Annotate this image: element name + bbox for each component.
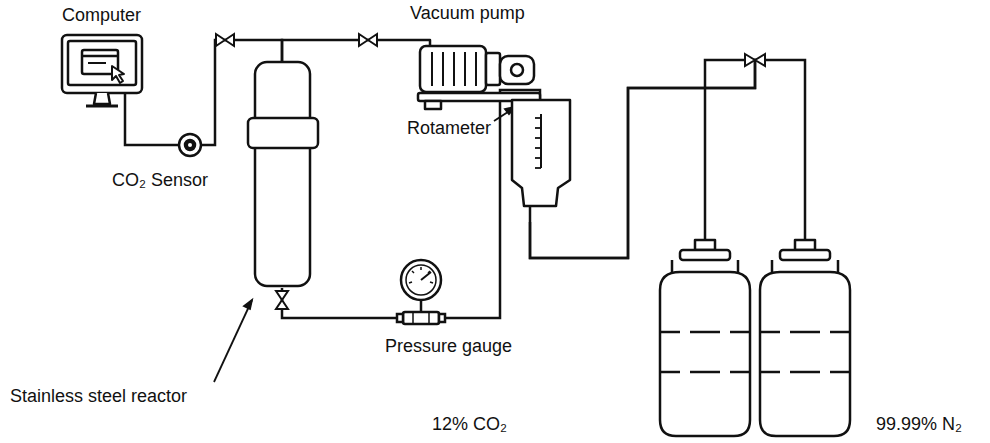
device-label: CO₂ Sensor <box>112 170 208 192</box>
pressure-gauge-icon-part <box>412 271 414 273</box>
device-label: Pressure gauge <box>385 336 512 358</box>
gas-cylinder-part <box>695 240 715 250</box>
rotameter-icon-part <box>535 157 541 159</box>
gas-cylinder-part <box>730 331 750 334</box>
rotameter-icon-part <box>529 206 532 222</box>
co2-gas-cylinder: 12% CO₂ <box>660 240 750 438</box>
rotameter: Rotameter <box>512 100 570 222</box>
device-label: 12% CO₂ <box>432 414 507 436</box>
leader-line-part <box>244 300 252 309</box>
gas-cylinder-part <box>760 331 780 334</box>
co2-sensor-icon-part <box>185 140 195 150</box>
pressure-gauge: Pressure gauge <box>397 258 445 326</box>
pressure-gauge-icon-part <box>397 314 403 322</box>
pressure-gauge-icon-part <box>421 272 431 280</box>
rotameter-icon-part <box>535 167 541 169</box>
vacuum-pump-icon-part <box>475 52 477 86</box>
rotameter-icon-part <box>540 114 542 168</box>
pressure-gauge-icon-part <box>412 312 414 324</box>
co2-sensor-icon-part <box>179 134 201 156</box>
device-label: Vacuum pump <box>410 3 525 25</box>
co2-sensor-icon-part <box>188 143 192 147</box>
computer-icon <box>62 35 142 106</box>
gas-cylinder-part <box>760 272 850 436</box>
pressure-gauge-icon-part <box>420 267 422 270</box>
gas-cylinder <box>660 240 850 436</box>
computer-icon-part <box>82 55 118 58</box>
reactor-vessel-part <box>255 62 310 286</box>
vacuum-pump-icon-part <box>511 64 523 76</box>
gas-pipe <box>282 288 397 318</box>
vacuum-pump-icon-part <box>442 52 444 86</box>
computer-icon-part <box>112 66 124 83</box>
co2-sensor: CO₂ Sensor <box>179 134 201 156</box>
rotameter-icon-part <box>535 117 541 119</box>
vacuum-pump-icon-part <box>420 46 486 92</box>
rotameter-icon <box>512 100 570 222</box>
pressure-gauge-icon-part <box>401 260 441 300</box>
rotameter-icon-part <box>535 127 541 129</box>
computer: Computer <box>62 35 142 93</box>
gas-cylinder-part <box>660 331 680 334</box>
pressure-gauge-icon-part <box>428 271 430 273</box>
computer-icon-part <box>62 35 142 93</box>
vacuum-pump-icon-part <box>453 52 455 86</box>
rotameter-icon-part <box>535 147 541 149</box>
computer-icon-part <box>94 93 110 104</box>
gas-cylinder-part <box>780 250 830 260</box>
pressure-gauge-icon-part <box>403 312 439 324</box>
gas-cylinder-part <box>660 272 750 436</box>
vacuum-pump-icon-part <box>464 52 466 86</box>
valve-symbol <box>216 34 765 309</box>
pressure-gauge-icon-part <box>428 312 430 324</box>
vacuum-pump-icon <box>405 40 540 109</box>
gas-cylinder-part <box>760 371 780 374</box>
vacuum-pump-icon-part <box>486 53 500 85</box>
vacuum-pump-icon-part <box>500 56 534 84</box>
pressure-gauge-icon-part <box>406 265 436 295</box>
gas-pipe <box>282 40 405 62</box>
rotameter-icon-part <box>512 100 570 206</box>
computer-icon-part <box>86 105 118 108</box>
gas-cylinder-part <box>830 371 850 374</box>
pressure-gauge-icon <box>397 260 445 324</box>
gas-cylinder-part <box>790 371 820 374</box>
valve-symbol-part <box>359 34 377 46</box>
vacuum-pump-icon-part <box>425 101 441 109</box>
stainless-steel-reactor: Stainless steel reactor <box>248 62 318 288</box>
gas-cylinder-part <box>730 371 750 374</box>
computer-icon-part <box>68 41 136 85</box>
gas-pipe <box>125 93 179 145</box>
gas-cylinder-part <box>680 250 730 260</box>
vacuum-pump-icon-part <box>431 52 433 86</box>
vacuum-pump: Vacuum pump <box>405 30 545 110</box>
gas-cylinder-part <box>690 331 720 334</box>
reactor-vessel <box>248 62 318 286</box>
valve-symbol-part <box>276 291 288 309</box>
gas-cylinder-part <box>660 371 680 374</box>
pressure-gauge-icon-part <box>420 300 423 312</box>
co2-sensor-icon <box>179 134 201 156</box>
rotameter-icon-part <box>535 137 541 139</box>
gas-cylinder-part <box>795 240 815 250</box>
gas-cylinder-part <box>690 371 720 374</box>
computer-icon-part <box>88 62 106 64</box>
gas-cylinder-part <box>790 331 820 334</box>
device-label: 99.99% N₂ <box>876 414 962 436</box>
pressure-gauge-icon-part <box>430 282 433 283</box>
reactor-vessel-part <box>248 118 318 148</box>
device-label: Stainless steel reactor <box>10 386 187 408</box>
leader-line-part <box>214 300 252 382</box>
gas-cylinder-part <box>830 331 850 334</box>
leader-line <box>214 107 515 382</box>
pressure-gauge-icon-part <box>439 314 445 322</box>
device-label: Computer <box>62 5 141 27</box>
device-label: Rotameter <box>407 118 491 140</box>
n2-gas-cylinder: 99.99% N₂ <box>760 240 850 438</box>
valve-symbol-part <box>745 54 765 66</box>
valve-symbol-part <box>216 34 234 46</box>
pressure-gauge-icon-part <box>409 282 412 283</box>
